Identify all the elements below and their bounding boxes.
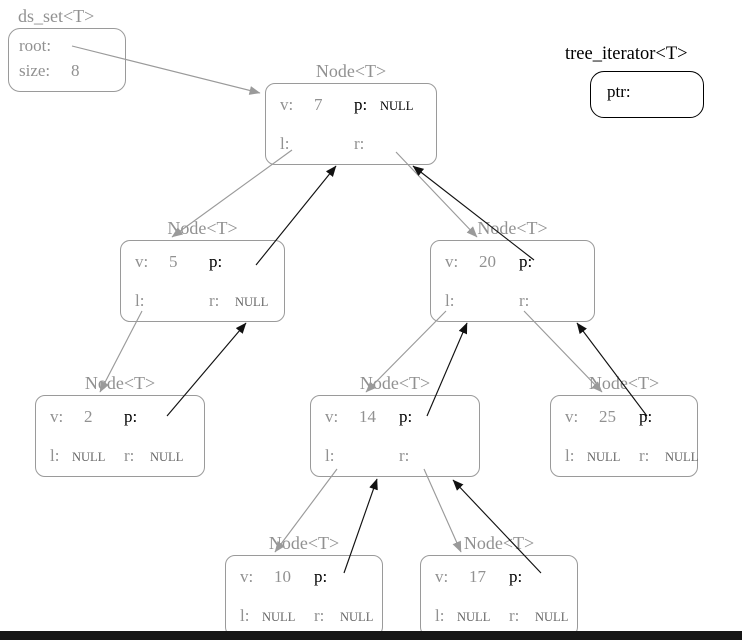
l-value: NULL [587, 450, 621, 464]
node-type-label: Node<T> [477, 218, 548, 238]
r-label: r: [314, 606, 325, 625]
node-type-label: Node<T> [167, 218, 238, 238]
p-label: p: [354, 95, 368, 114]
v-value: 7 [314, 95, 323, 114]
tree-node-20: Node<T> v: 20 p: l: r: [430, 218, 595, 322]
node-box: v: 14 p: l: r: [310, 395, 480, 477]
r-value: NULL [535, 610, 569, 624]
tree-node-10: Node<T> v: 10 p: l: NULL r: NULL [225, 533, 383, 637]
v-value: 14 [359, 407, 376, 426]
v-value: 2 [84, 407, 93, 426]
v-label: v: [135, 252, 149, 271]
node-box: v: 2 p: l: NULL r: NULL [35, 395, 205, 477]
node-type-label: Node<T> [315, 61, 387, 81]
v-label: v: [240, 567, 254, 586]
r-label: r: [519, 291, 530, 310]
r-value: NULL [235, 295, 269, 309]
l-label: l: [435, 606, 445, 625]
ptr-field-label: ptr: [607, 82, 631, 101]
r-value: NULL [340, 610, 374, 624]
bottom-bar [0, 631, 742, 640]
v-label: v: [435, 567, 449, 586]
node-type-label: Node<T> [359, 373, 431, 393]
node-box: v: 17 p: l: NULL r: NULL [420, 555, 578, 637]
tree-iterator-box: ptr: [590, 71, 704, 118]
tree-node-5: Node<T> v: 5 p: l: r: NULL [120, 218, 285, 322]
node-type-label: Node<T> [588, 373, 660, 393]
tree-node-14: Node<T> v: 14 p: l: r: [310, 373, 480, 477]
p-label: p: [519, 252, 533, 271]
p-label: p: [399, 407, 413, 426]
tree-node-7: Node<T> v: 7 p: NULL l: r: [265, 61, 437, 165]
r-value: NULL [150, 450, 184, 464]
v-label: v: [325, 407, 339, 426]
l-label: l: [135, 291, 145, 310]
v-value: 17 [469, 567, 486, 586]
v-label: v: [445, 252, 459, 271]
l-label: l: [445, 291, 455, 310]
node-box: v: 10 p: l: NULL r: NULL [225, 555, 383, 637]
v-label: v: [565, 407, 579, 426]
r-label: r: [124, 446, 135, 465]
v-label: v: [50, 407, 64, 426]
l-value: NULL [72, 450, 106, 464]
ds-set-title: ds_set<T> [18, 6, 95, 26]
r-label: r: [399, 446, 410, 465]
node-box: v: 5 p: l: r: NULL [120, 240, 285, 322]
tree-node-25: Node<T> v: 25 p: l: NULL r: NULL [550, 373, 698, 477]
r-value: NULL [665, 450, 699, 464]
node-box: v: 25 p: l: NULL r: NULL [550, 395, 698, 477]
node-box: v: 20 p: l: r: [430, 240, 595, 322]
size-field-value: 8 [71, 61, 80, 80]
v-value: 5 [169, 252, 178, 271]
ds-set-box: root: size: 8 [8, 28, 126, 92]
node-type-label: Node<T> [463, 533, 535, 553]
r-label: r: [354, 134, 365, 153]
node-box: v: 7 p: NULL l: r: [265, 83, 437, 165]
l-value: NULL [457, 610, 491, 624]
v-value: 10 [274, 567, 291, 586]
l-label: l: [325, 446, 335, 465]
l-label: l: [565, 446, 575, 465]
r-label: r: [209, 291, 220, 310]
r-label: r: [639, 446, 650, 465]
l-value: NULL [262, 610, 296, 624]
l-label: l: [50, 446, 60, 465]
l-label: l: [280, 134, 290, 153]
v-label: v: [280, 95, 294, 114]
tree-node-2: Node<T> v: 2 p: l: NULL r: NULL [35, 373, 205, 477]
r-label: r: [509, 606, 520, 625]
p-label: p: [124, 407, 138, 426]
node-type-label: Node<T> [84, 373, 156, 393]
size-field-label: size: [19, 61, 51, 80]
p-label: p: [639, 407, 653, 426]
tree-iterator-title: tree_iterator<T> [565, 44, 688, 64]
p-label: p: [314, 567, 328, 586]
l-label: l: [240, 606, 250, 625]
p-label: p: [509, 567, 523, 586]
v-value: 20 [479, 252, 496, 271]
p-label: p: [209, 252, 223, 271]
tree-node-17: Node<T> v: 17 p: l: NULL r: NULL [420, 533, 578, 637]
p-value: NULL [380, 99, 414, 113]
root-field-label: root: [19, 36, 52, 55]
v-value: 25 [599, 407, 616, 426]
node-type-label: Node<T> [268, 533, 340, 553]
